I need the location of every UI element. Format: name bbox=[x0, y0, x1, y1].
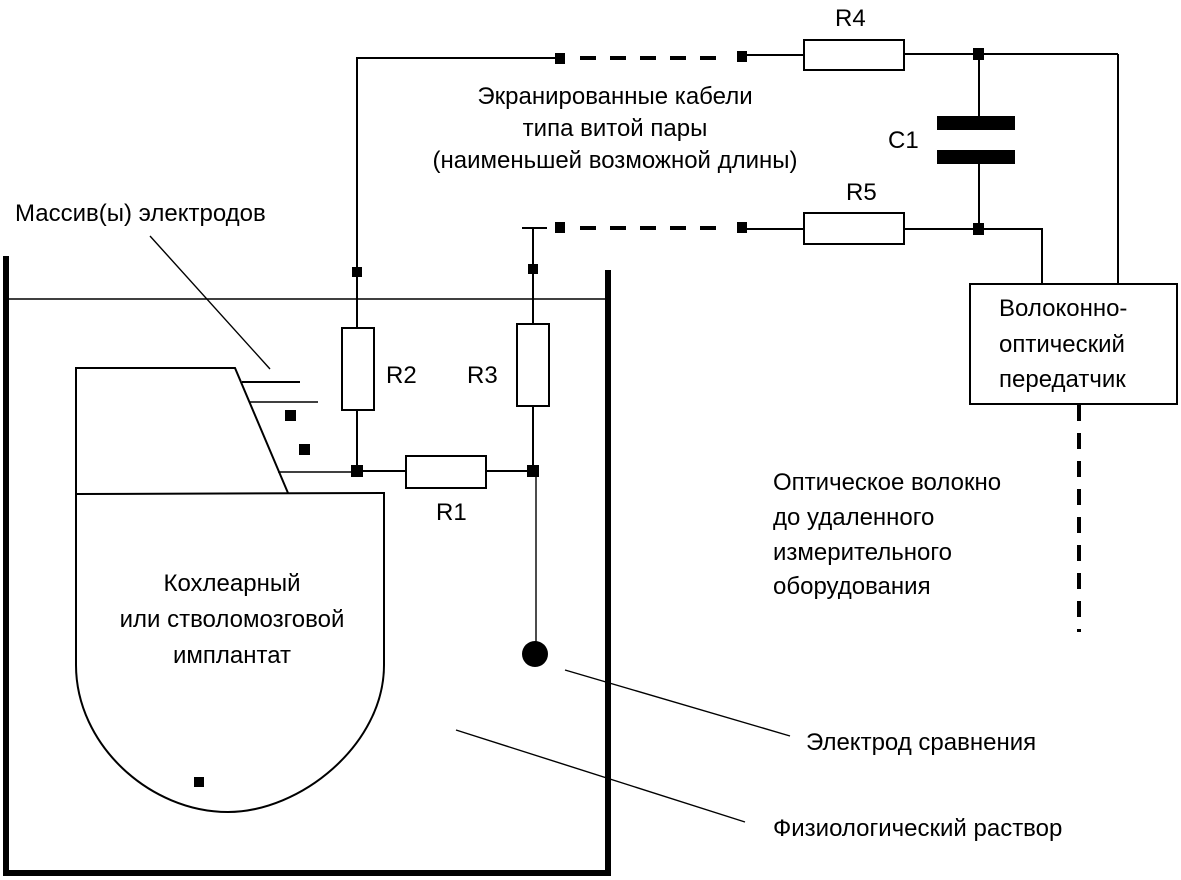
resistor-r5 bbox=[803, 212, 905, 245]
fiber-label-line2: до удаленного bbox=[773, 504, 934, 531]
wire-r5-right bbox=[904, 228, 1043, 284]
twisted-pair-cables: Экранированные кабели типа витой пары (н… bbox=[432, 51, 798, 233]
implant-label-line1: Кохлеарный bbox=[163, 570, 300, 597]
cable-bottom-end-left bbox=[555, 222, 565, 233]
implant-case-electrode bbox=[194, 777, 204, 787]
capacitor-c1-plate-bottom bbox=[937, 150, 1015, 164]
transmitter-circuit: R4 C1 R5 Волоконно- оптический передатчи… bbox=[742, 5, 1178, 632]
electrode-array-pointer bbox=[149, 235, 271, 370]
implant: Кохлеарный или стволомозговой имплантат bbox=[75, 491, 385, 814]
reference-electrode bbox=[522, 641, 548, 667]
resistor-r5-label: R5 bbox=[846, 179, 877, 206]
transmitter-label-line2: оптический bbox=[999, 331, 1125, 358]
cables-label-line1: Экранированные кабели bbox=[477, 83, 752, 110]
electrode-array: Массив(ы) электродов bbox=[15, 200, 318, 494]
transmitter-label-line1: Волоконно- bbox=[999, 295, 1127, 322]
resistor-r4-label: R4 bbox=[835, 5, 866, 32]
electrode-contact-2 bbox=[299, 444, 310, 455]
cable-bottom-end-right bbox=[737, 222, 747, 233]
electrode-arrays-label: Массив(ы) электродов bbox=[15, 200, 266, 227]
fiber-label-line4: оборудования bbox=[773, 573, 931, 600]
resistor-network: R2 R3 R1 Электрод сравнения Физиологичес… bbox=[278, 57, 1062, 842]
node-r3-top bbox=[528, 264, 538, 274]
wire-r3-top bbox=[532, 227, 547, 325]
implant-label-line2: или стволомозговой bbox=[120, 606, 345, 633]
saline-pointer bbox=[455, 729, 746, 823]
node-r1-right bbox=[527, 465, 539, 477]
wire-top-cable-left bbox=[356, 57, 558, 330]
cables-label-line2: типа витой пары bbox=[523, 115, 708, 142]
reference-electrode-label: Электрод сравнения bbox=[806, 729, 1036, 756]
saline-label: Физиологический раствор bbox=[773, 815, 1062, 842]
cables-label-line3: (наименьшей возможной длины) bbox=[432, 147, 797, 174]
node-r2-top bbox=[352, 267, 362, 277]
resistor-r3 bbox=[516, 323, 550, 407]
cable-top-end-left bbox=[555, 53, 565, 64]
resistor-r4 bbox=[803, 39, 905, 71]
electrode-contact-1 bbox=[285, 410, 296, 421]
node-r1-left bbox=[351, 465, 363, 477]
transmitter-label-line3: передатчик bbox=[999, 366, 1126, 393]
reference-electrode-pointer bbox=[564, 669, 791, 737]
resistor-r1-label: R1 bbox=[436, 499, 467, 526]
resistor-r2 bbox=[341, 327, 375, 411]
implant-label-line3: имплантат bbox=[173, 642, 291, 669]
capacitor-c1-label: C1 bbox=[888, 127, 919, 154]
fiber-optic-transmitter bbox=[969, 283, 1178, 405]
resistor-r3-label: R3 bbox=[467, 362, 498, 389]
saline-tank bbox=[3, 256, 611, 876]
capacitor-c1-plate-top bbox=[937, 116, 1015, 130]
electrode-lead-outline bbox=[75, 367, 289, 494]
resistor-r2-label: R2 bbox=[386, 362, 417, 389]
node-r5-c1 bbox=[973, 223, 984, 235]
cable-top-end-right bbox=[737, 51, 747, 62]
implant-body-outline bbox=[75, 491, 385, 814]
fiber-label-line3: измерительного bbox=[773, 539, 952, 566]
fiber-label-line1: Оптическое волокно bbox=[773, 469, 1001, 496]
resistor-r1 bbox=[405, 455, 487, 489]
